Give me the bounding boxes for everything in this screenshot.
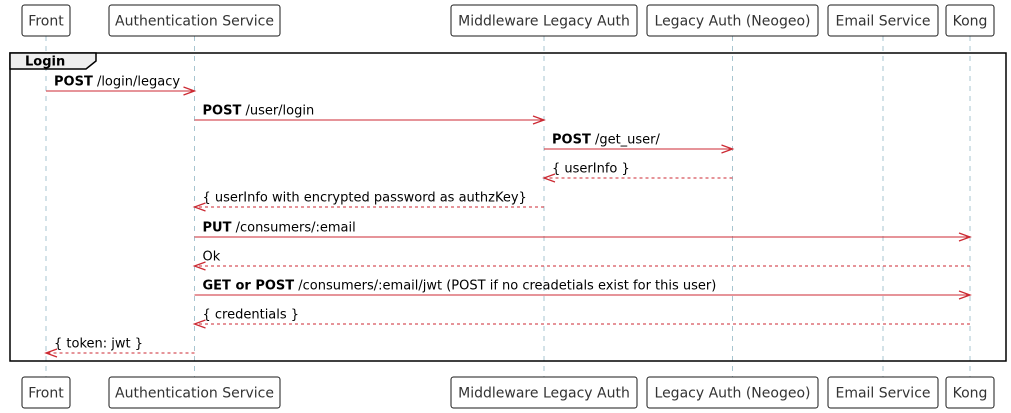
participant-email-top: Email Service <box>827 4 939 37</box>
participant-front-top: Front <box>21 4 71 37</box>
message-6: PUT /consumers/:email <box>194 221 972 242</box>
participant-mw-top: Middleware Legacy Auth <box>450 4 638 37</box>
message-arrowhead <box>192 202 206 212</box>
participant-auth-top: Authentication Service <box>108 4 281 37</box>
participant-label: Authentication Service <box>115 386 274 402</box>
participant-kong-bottom: Kong <box>945 376 995 409</box>
group-frame <box>9 52 1007 362</box>
participant-box <box>827 4 939 37</box>
participant-label: Legacy Auth (Neogeo) <box>655 14 811 30</box>
message-text: Ok <box>203 250 221 265</box>
participants-bottom: Front Authentication Service Middleware Le… <box>21 376 995 409</box>
message-arrowhead <box>958 290 972 300</box>
group-title: Login <box>25 55 65 70</box>
participant-box <box>21 4 71 37</box>
message-label: PUT /consumers/:email <box>203 221 356 236</box>
message-text: /get_user/ <box>591 133 661 148</box>
participant-kong-top: Kong <box>945 4 995 37</box>
participant-box <box>646 4 819 37</box>
message-arrowhead <box>183 86 197 96</box>
message-1: POST /login/legacy <box>46 75 197 96</box>
participant-auth-bottom: Authentication Service <box>108 376 281 409</box>
message-method: PUT <box>203 221 232 236</box>
message-label: Ok <box>203 250 221 265</box>
message-text: /user/login <box>241 104 314 119</box>
message-arrowhead <box>958 232 972 242</box>
message-label: { userInfo } <box>552 162 630 177</box>
message-text: { userInfo with encrypted password as au… <box>203 191 527 206</box>
participant-label: Middleware Legacy Auth <box>458 386 630 402</box>
message-3: POST /get_user/ <box>544 133 735 154</box>
message-text: { credentials } <box>203 308 300 323</box>
message-arrowhead <box>192 261 206 271</box>
message-method: POST <box>54 75 93 90</box>
message-text: /login/legacy <box>93 75 181 90</box>
message-label: { userInfo with encrypted password as au… <box>203 191 527 206</box>
message-2: POST /user/login <box>194 104 546 125</box>
participant-box <box>108 376 281 409</box>
message-arrowhead <box>44 348 58 358</box>
participant-box <box>646 376 819 409</box>
message-arrowhead <box>192 319 206 329</box>
message-label: POST /user/login <box>203 104 315 119</box>
participant-box <box>108 4 281 37</box>
participant-email-bottom: Email Service <box>827 376 939 409</box>
participant-label: Legacy Auth (Neogeo) <box>655 386 811 402</box>
participant-label: Kong <box>953 14 988 30</box>
participant-box <box>450 376 638 409</box>
message-8: GET or POST /consumers/:email/jwt (POST … <box>194 279 972 300</box>
message-label: { credentials } <box>203 308 300 323</box>
message-method: POST <box>552 133 591 148</box>
group-header-tab <box>9 52 97 70</box>
message-9: { credentials } <box>192 308 970 329</box>
message-method: GET or POST <box>203 279 295 294</box>
participant-mw-bottom: Middleware Legacy Auth <box>450 376 638 409</box>
message-arrowhead <box>721 144 735 154</box>
group-login: Login <box>9 52 1007 362</box>
message-method: POST <box>203 104 242 119</box>
participant-label: Email Service <box>835 14 930 30</box>
participant-legacy-top: Legacy Auth (Neogeo) <box>646 4 819 37</box>
participants-top: Front Authentication Service Middleware Le… <box>21 4 995 37</box>
message-text: /consumers/:email/jwt (POST if no creade… <box>294 279 716 294</box>
message-label: { token: jwt } <box>54 337 143 352</box>
message-5: { userInfo with encrypted password as au… <box>192 191 544 212</box>
message-text: /consumers/:email <box>231 221 355 236</box>
message-arrowhead <box>532 115 546 125</box>
participant-front-bottom: Front <box>21 376 71 409</box>
participant-box <box>945 4 995 37</box>
participant-legacy-bottom: Legacy Auth (Neogeo) <box>646 376 819 409</box>
participant-box <box>450 4 638 37</box>
message-4: { userInfo } <box>542 162 733 183</box>
message-text: { token: jwt } <box>54 337 143 352</box>
message-label: POST /login/legacy <box>54 75 180 90</box>
participant-label: Kong <box>953 386 988 402</box>
participant-label: Authentication Service <box>115 14 274 30</box>
message-text: { userInfo } <box>552 162 630 177</box>
participant-label: Front <box>28 14 64 30</box>
participant-box <box>945 376 995 409</box>
message-10: { token: jwt } <box>44 337 195 358</box>
message-label: GET or POST /consumers/:email/jwt (POST … <box>203 279 717 294</box>
participant-label: Middleware Legacy Auth <box>458 14 630 30</box>
message-7: Ok <box>192 250 970 271</box>
participant-box <box>21 376 71 409</box>
participant-label: Email Service <box>835 386 930 402</box>
participant-box <box>827 376 939 409</box>
participant-label: Front <box>28 386 64 402</box>
message-label: POST /get_user/ <box>552 133 661 148</box>
message-arrowhead <box>542 173 556 183</box>
